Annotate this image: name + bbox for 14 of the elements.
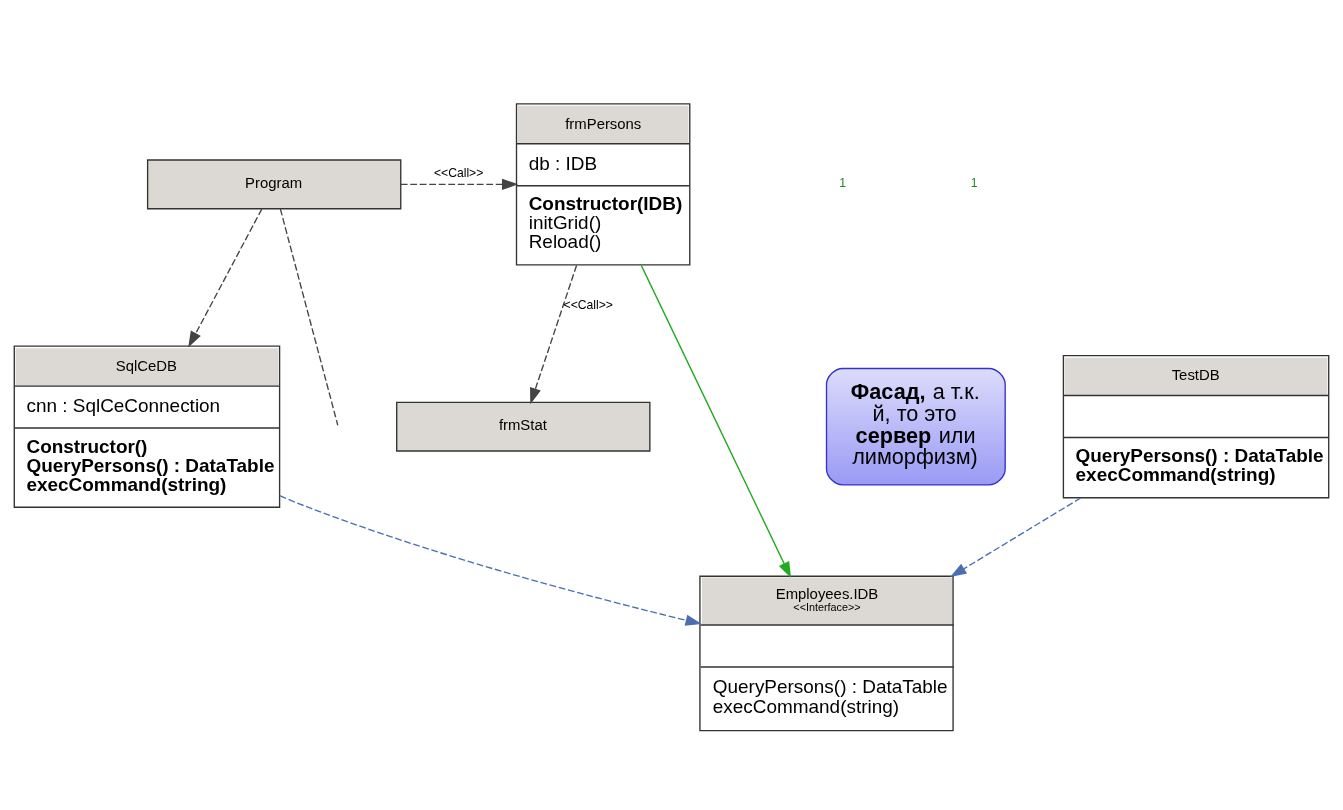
edge-label: <<Call>> <box>433 165 484 180</box>
connector <box>279 208 339 426</box>
arrow <box>640 264 792 579</box>
arrow <box>188 208 263 348</box>
label: 1 <box>970 176 978 191</box>
arrow <box>279 494 702 626</box>
node-box: frmStat <box>396 401 651 452</box>
node-box: Program <box>146 159 402 210</box>
arrow <box>950 497 1082 578</box>
arrow <box>400 178 519 191</box>
label: 1 <box>839 176 847 191</box>
node-box: Фасад, а т.к. й, то это сервер или лиморфизм) <box>825 367 1006 486</box>
arrow <box>530 264 578 405</box>
edge-label: <<Call>> <box>563 297 613 312</box>
